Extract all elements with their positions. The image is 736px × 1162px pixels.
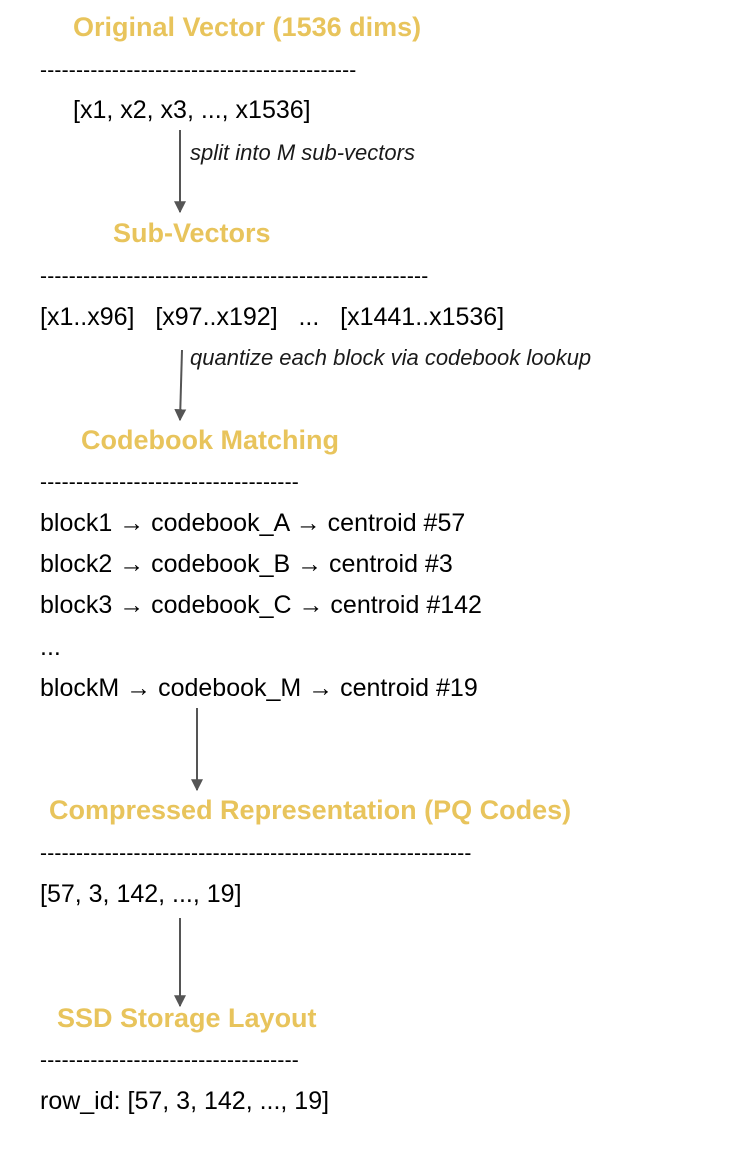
divider-storage: ------------------------------------	[40, 1049, 299, 1072]
divider-codebook: ------------------------------------	[40, 471, 299, 494]
codebook-line-m: blockM → codebook_M → centroid #19	[40, 674, 478, 702]
heading-compressed-representation: Compressed Representation (PQ Codes)	[49, 795, 572, 825]
codebook-line-1: block1 → codebook_A → centroid #57	[40, 509, 466, 537]
codebook-line-3: block3 → codebook_C → centroid #142	[40, 591, 482, 619]
heading-sub-vectors: Sub-Vectors	[113, 218, 271, 248]
pq-codes: [57, 3, 142, ..., 19]	[40, 880, 242, 908]
divider-compressed: ----------------------------------------…	[40, 842, 472, 865]
original-vector-values: [x1, x2, x3, ..., x1536]	[73, 96, 311, 124]
divider-subvectors: ----------------------------------------…	[40, 265, 429, 288]
arrow-subvectors-to-codebook	[174, 349, 187, 422]
note-quantize: quantize each block via codebook lookup	[190, 345, 592, 370]
codebook-line-2: block2 → codebook_B → centroid #3	[40, 550, 453, 578]
storage-row: row_id: [57, 3, 142, ..., 19]	[40, 1087, 330, 1115]
divider-original: ----------------------------------------…	[40, 59, 357, 82]
sub-vector-blocks: [x1..x96] [x97..x192] ... [x1441..x1536]	[40, 303, 505, 331]
codebook-line-ellipsis: ...	[40, 633, 61, 661]
heading-original-vector: Original Vector (1536 dims)	[73, 12, 422, 42]
heading-codebook-matching: Codebook Matching	[81, 425, 339, 455]
heading-ssd-storage-layout: SSD Storage Layout	[57, 1003, 317, 1033]
note-split: split into M sub-vectors	[190, 140, 415, 165]
